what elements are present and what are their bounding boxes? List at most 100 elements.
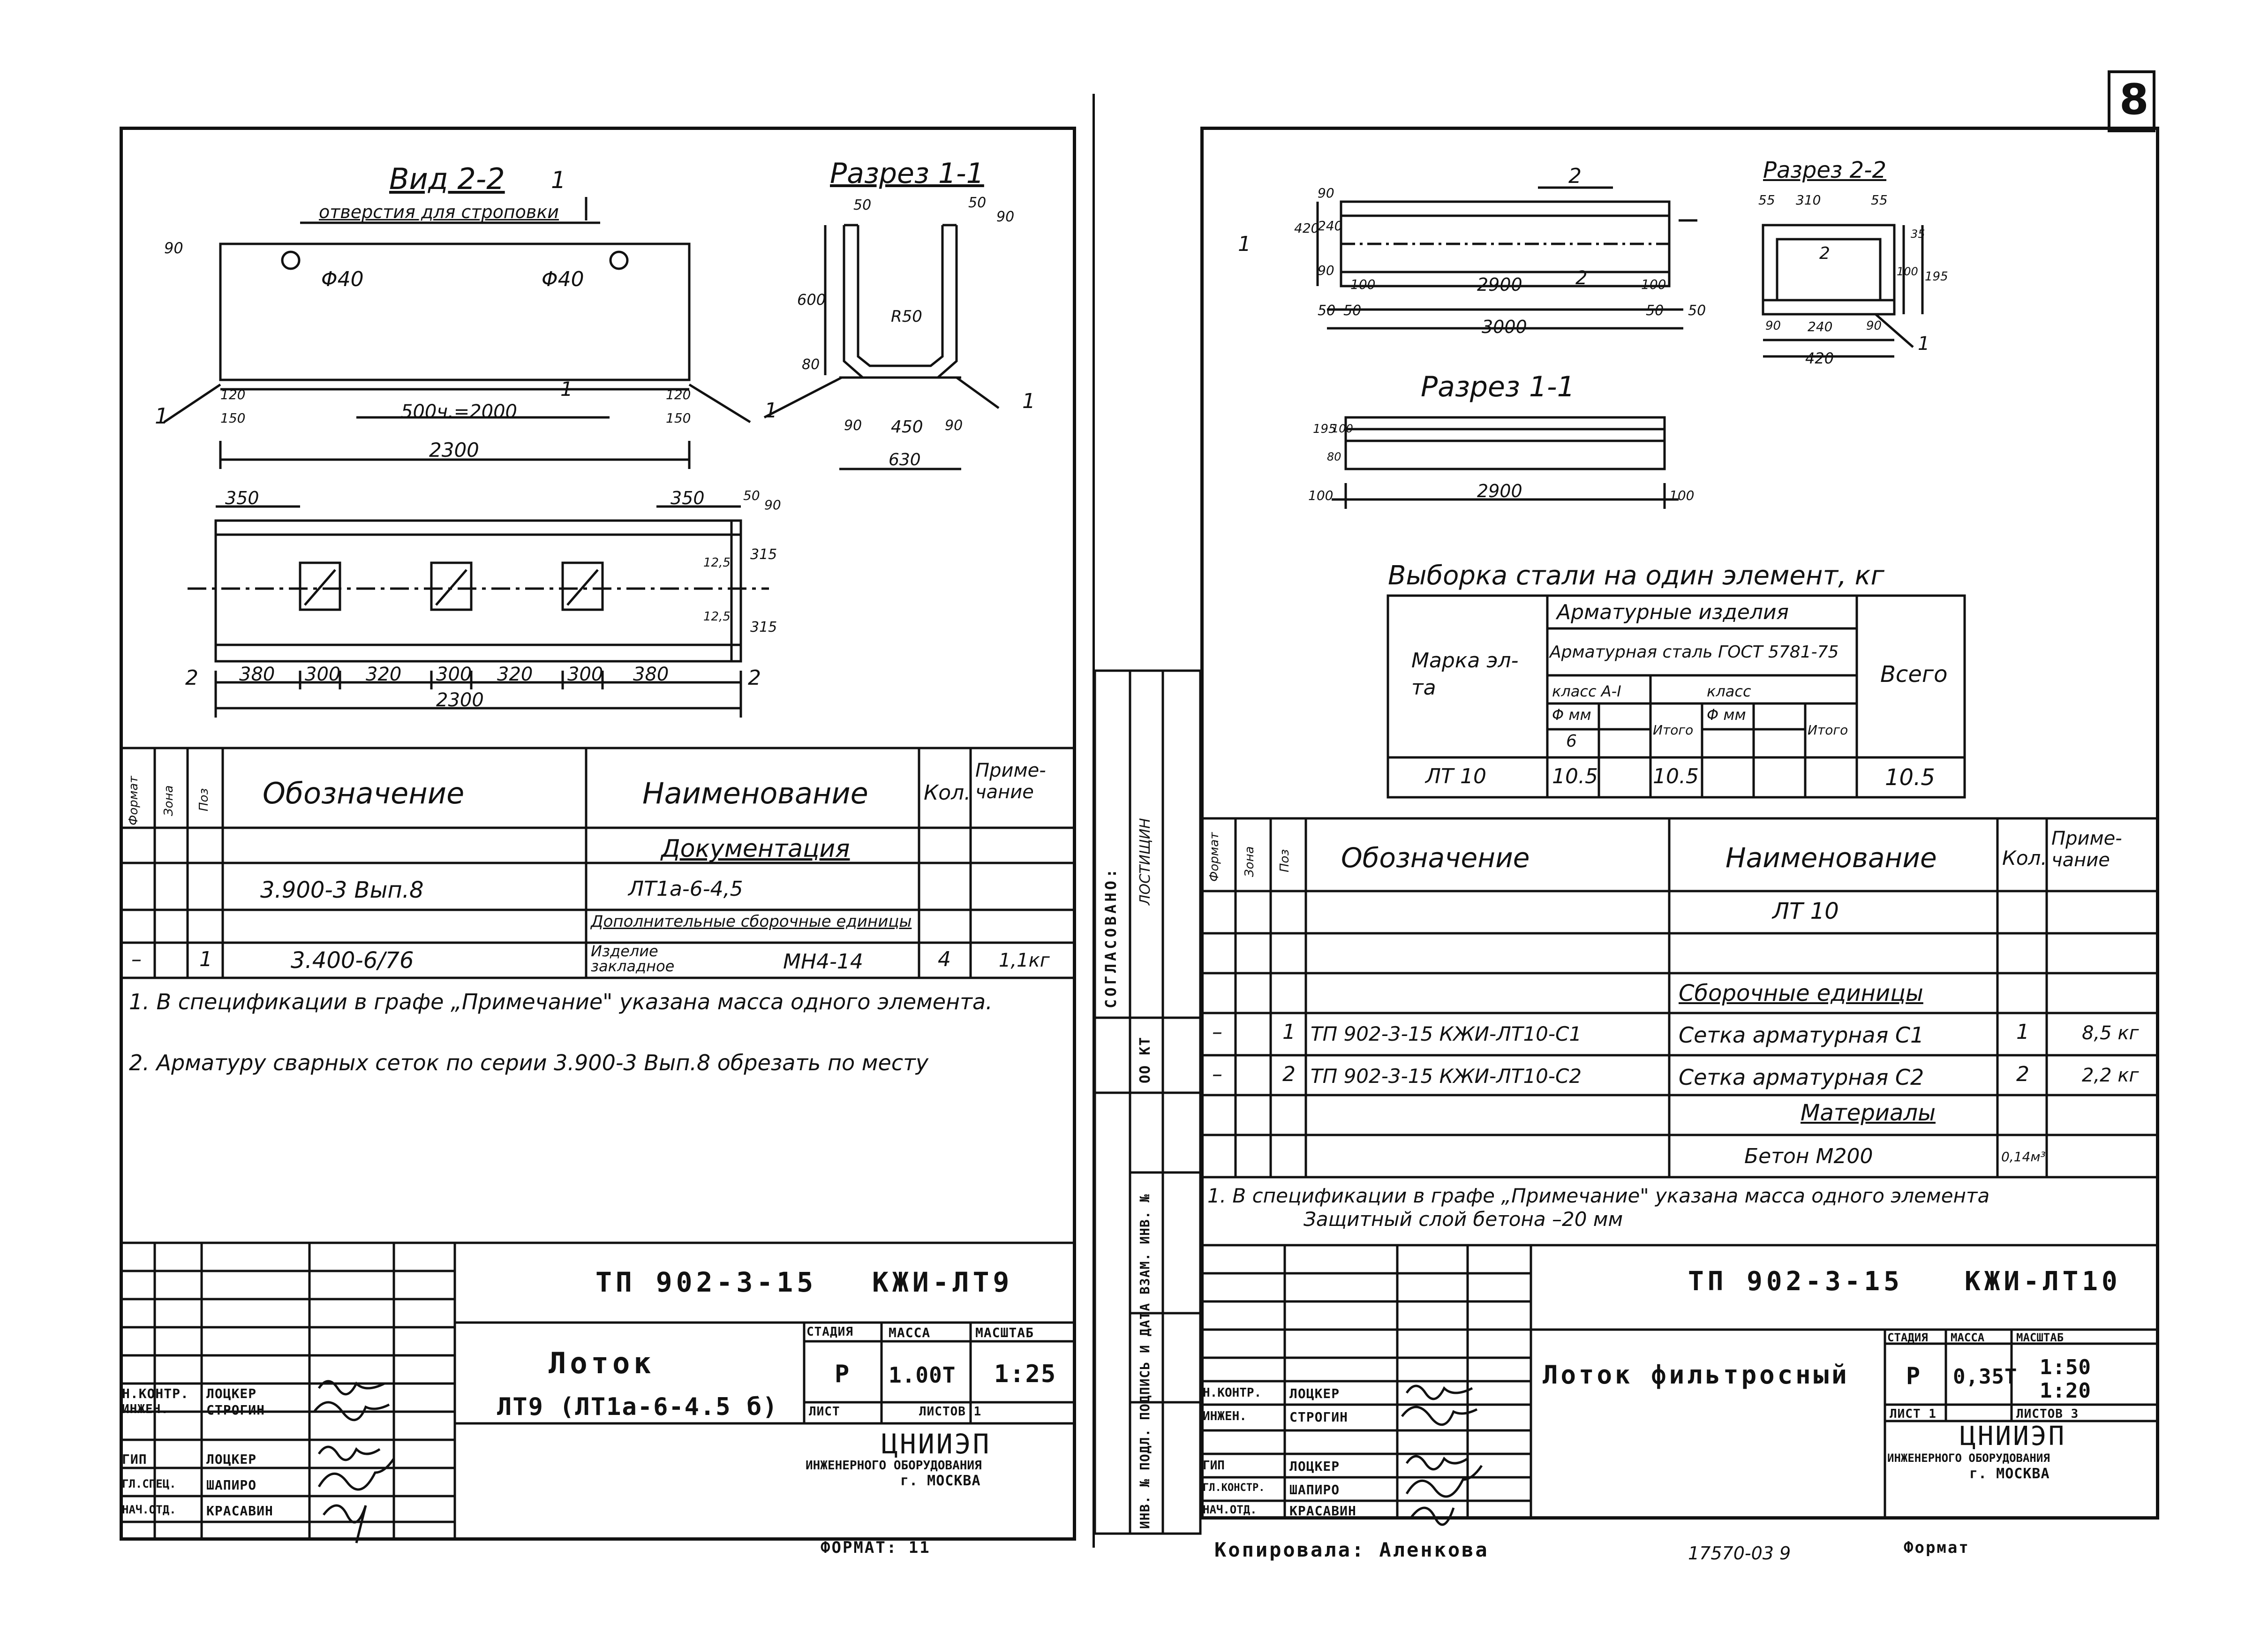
lstamp-mass: 1.00Т [889, 1362, 956, 1388]
sec11-leader1b: 1 [1022, 389, 1035, 413]
sec22-d310: 310 [1796, 192, 1821, 208]
sec22-d55b: 55 [1871, 192, 1888, 208]
lstamp-p3-role: ГИП [122, 1452, 147, 1467]
lstamp-p4-name: ШАПИРО [206, 1477, 257, 1493]
rtable-r2-pos: 2 [1282, 1062, 1296, 1086]
rtable-r1-des: ТП 902-3-15 КЖИ-ЛТ10-С1 [1311, 1022, 1582, 1045]
rplan-d100b: 100 [1641, 277, 1666, 292]
rplan-d2900: 2900 [1477, 274, 1522, 295]
rplan-d100a: 100 [1350, 277, 1376, 292]
rstamp-p3-name: ЛОЦКЕР [1289, 1459, 1340, 1474]
plan-total: 2300 [436, 689, 484, 711]
sec22-d90a: 90 [1765, 319, 1781, 333]
sec11-r50: R50 [891, 307, 922, 326]
ltable-h-note: Приме-чание [975, 760, 1046, 803]
sec11-leader1a: 1 [764, 399, 777, 423]
footer-copied: Копировала: Аленкова [1214, 1538, 1489, 1561]
sec11-drawing [763, 224, 1000, 470]
rplan-d240: 240 [1318, 218, 1343, 234]
sec22-d420: 420 [1805, 349, 1834, 367]
rstamp-title: Лоток фильтросный [1543, 1360, 1850, 1390]
rstamp-org2: ИНЖЕНЕРНОГО ОБОРУДОВАНИЯ [1887, 1452, 2050, 1465]
rstamp-p2-name: СТРОГИН [1289, 1409, 1349, 1425]
lstamp-doc: КЖИ-ЛТ9 [872, 1266, 1013, 1298]
lstamp-p3-name: ЛОЦКЕР [206, 1452, 257, 1467]
rplan-d50a: 50 [1318, 302, 1336, 319]
rplan-d50c: 50 [1646, 302, 1664, 319]
rtable-r1-fmt: – [1212, 1020, 1222, 1044]
rstamp-org1: ЦНИИЭП [1960, 1421, 2066, 1452]
rstamp-p4-role: ГЛ.КОНСТР. [1203, 1482, 1265, 1494]
right-sheet [1200, 127, 2159, 1520]
rstamp-stage: Р [1906, 1362, 1924, 1390]
sec22-drawing [1762, 224, 1924, 358]
plan-seg-3: 320 [366, 664, 402, 685]
lstamp-h-stage: СТАДИЯ [806, 1325, 853, 1339]
lstamp-sheets: ЛИСТОВ 1 [919, 1405, 982, 1419]
lstamp-p5-name: КРАСАВИН [206, 1503, 273, 1519]
right-note-2: Защитный слой бетона –20 мм [1304, 1208, 1623, 1231]
steel-total-b: Итого [1808, 722, 1848, 738]
sec22-d35: 35 [1911, 227, 1925, 241]
hole-right-label: Φ40 [542, 267, 584, 291]
steel-d6: 6 [1566, 732, 1577, 751]
plan-seg-4: 300 [436, 664, 472, 685]
steel-all-h: Всего [1880, 661, 1948, 688]
steel-total-a: Итого [1653, 722, 1694, 738]
steel-class-b: класс [1707, 682, 1751, 700]
rstamp-mass: 0,35Т [1953, 1365, 2018, 1389]
rsec11-d100b: 100 [1669, 488, 1695, 503]
rsec11-title: Разрез 1-1 [1421, 371, 1575, 403]
rstamp-p4-name: ШАПИРО [1289, 1482, 1340, 1497]
sec22-d100: 100 [1897, 265, 1918, 278]
ltable-row2-pos: 1 [199, 947, 212, 971]
plan-d350a: 350 [225, 488, 259, 508]
sec11-d90a: 90 [844, 417, 862, 434]
rstamp-sheets: ЛИСТОВ 3 [2016, 1407, 2079, 1421]
ltable-section-doc: Документация [661, 835, 850, 863]
rtable-r2-fmt: – [1212, 1062, 1222, 1086]
rplan-d50d: 50 [1688, 302, 1706, 319]
dim-150a: 150 [220, 410, 246, 426]
left-note-2: 2. Арматуру сварных сеток по серии 3.900… [129, 1050, 929, 1075]
left-sheet [120, 127, 1076, 1541]
rtable-r2-name: Сетка арматурная С2 [1679, 1065, 1924, 1090]
sec11-d450: 450 [891, 417, 923, 437]
left-format: ФОРМАТ: 11 [821, 1538, 931, 1557]
page-number-box [2108, 70, 2155, 132]
ltable-row2-name: Изделие закладное [591, 942, 675, 975]
rstamp-scale2: 1:20 [2040, 1379, 2091, 1403]
right-spec-grid [1200, 817, 2159, 1179]
rsec11-d195: 195 [1313, 422, 1336, 436]
left-spec-grid [120, 747, 1076, 979]
steel-grid [1386, 594, 1966, 799]
sec22-d55a: 55 [1758, 192, 1775, 208]
lstamp-p1-name: ЛОЦКЕР [206, 1386, 257, 1401]
lstamp-title1: Лоток [549, 1346, 655, 1380]
view22-cutmark-b: 1 [560, 378, 573, 401]
view22-title: Вид 2-2 [389, 162, 505, 196]
rplan-d420: 420 [1294, 220, 1319, 236]
rsec11-d2900: 2900 [1477, 481, 1522, 501]
plan-d90: 90 [764, 497, 781, 513]
plan-d350b: 350 [671, 488, 705, 508]
lstamp-p2-role: ИНЖЕН. [122, 1402, 169, 1416]
sec22-title: Разрез 2-2 [1763, 157, 1887, 183]
rtable-r1-name: Сетка арматурная С1 [1679, 1022, 1924, 1048]
hole-left-label: Φ40 [321, 267, 364, 291]
rtable-section-mat: Материалы [1801, 1100, 1936, 1126]
rplan-d3000: 3000 [1482, 317, 1527, 337]
ltable-h-qty: Кол. [924, 781, 971, 805]
rstamp-p5-role: НАЧ.ОТД. [1203, 1503, 1257, 1516]
ltable-row2-qty: 4 [938, 947, 951, 971]
plan-d50: 50 [743, 488, 760, 503]
steel-row-total: 10.5 [1653, 764, 1699, 788]
ltable-h-name: Наименование [642, 776, 868, 810]
rstamp-h-stage: СТАДИЯ [1887, 1331, 1928, 1344]
plan-cut-left: 2 [185, 666, 198, 690]
lstamp-org2: ИНЖЕНЕРНОГО ОБОРУДОВАНИЯ [806, 1459, 982, 1473]
dim-total-label: 2300 [429, 439, 479, 461]
rtable-r2-qty: 2 [2016, 1062, 2029, 1086]
right-side-strip [1093, 669, 1202, 1535]
left-stamp-grid [120, 1241, 1076, 1541]
